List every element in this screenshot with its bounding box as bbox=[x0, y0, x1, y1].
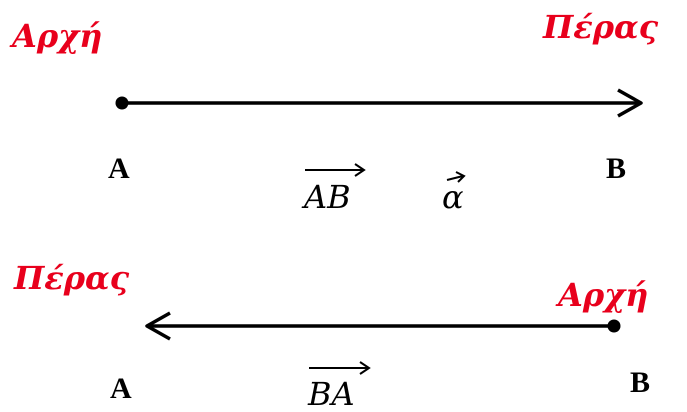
vector-alpha-overarrow-head bbox=[455, 171, 466, 183]
start-label-top: Αρχή bbox=[9, 17, 102, 55]
vector-ba-overarrow-head bbox=[359, 361, 371, 375]
start-point-b-dot bbox=[607, 319, 621, 333]
arrow-ba-head bbox=[145, 311, 171, 341]
vector-ab-overarrow-head bbox=[354, 163, 366, 177]
point-b-label-bottom: B bbox=[630, 366, 650, 399]
arrow-ab-head bbox=[617, 88, 643, 118]
point-a-label-bottom: A bbox=[110, 372, 132, 405]
vector-alpha-label: α bbox=[442, 178, 464, 216]
point-a-label-top: A bbox=[108, 152, 130, 185]
vector-alpha-overarrow-line bbox=[446, 175, 464, 181]
vector-ab-label: AB bbox=[301, 178, 351, 216]
start-label-bottom: Αρχή bbox=[555, 276, 648, 314]
vector-ba-label: BA bbox=[307, 375, 355, 412]
end-label-top: Πέρας bbox=[542, 8, 659, 46]
vector-ba-group: Πέρας Αρχή A B BA bbox=[13, 259, 650, 412]
start-point-a-dot bbox=[115, 96, 129, 110]
end-label-bottom: Πέρας bbox=[13, 259, 130, 297]
vector-ab-group: Αρχή Πέρας A B AB α bbox=[9, 8, 659, 216]
point-b-label-top: B bbox=[606, 152, 626, 185]
